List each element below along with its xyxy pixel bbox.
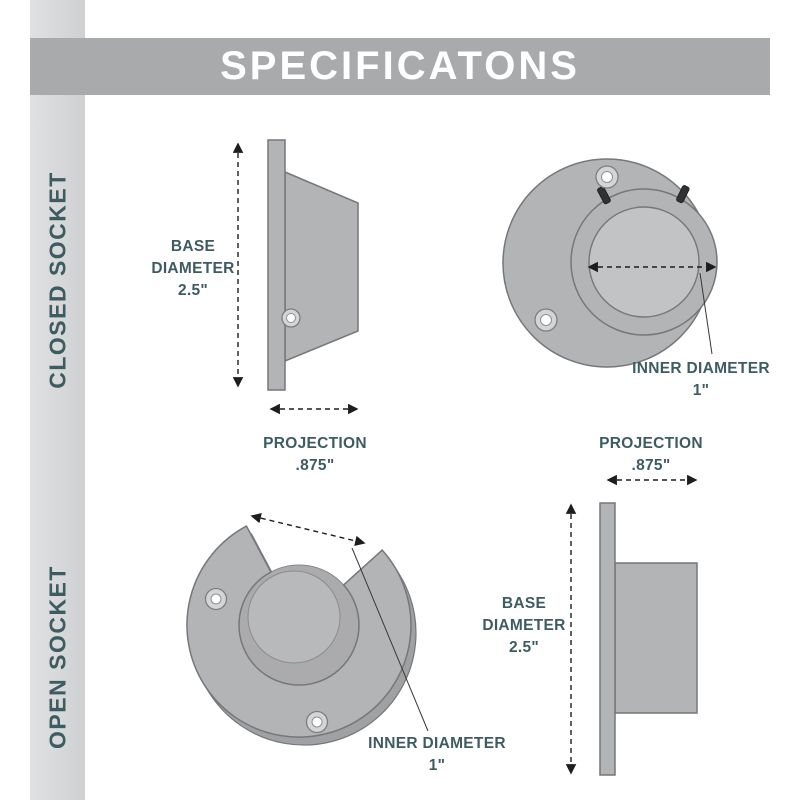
label-value: 1"	[428, 757, 446, 774]
socket-body	[614, 562, 698, 714]
socket-body	[284, 170, 359, 363]
socket-body	[186, 525, 412, 738]
label-value: .875"	[295, 457, 335, 474]
page-title: SPECIFICATONS	[220, 44, 580, 88]
label-value: 2.5"	[508, 639, 540, 656]
flange-plate	[267, 139, 286, 391]
label-line: INNER DIAMETER	[632, 360, 770, 377]
inner-diameter-arrow	[250, 512, 366, 547]
cylinder-bore	[588, 206, 700, 318]
label-value: 2.5"	[177, 282, 209, 299]
projection-label: PROJECTION .875"	[255, 433, 375, 477]
open-socket-view	[186, 512, 429, 746]
flange-plate	[599, 502, 616, 776]
label-value: 1"	[692, 382, 710, 399]
label-value: .875"	[631, 457, 671, 474]
title-banner: SPECIFICATONS	[30, 38, 770, 95]
leader-line	[699, 272, 713, 355]
screw-hole-inner	[540, 314, 552, 326]
inner-diameter-label: INNER DIAMETER 1"	[367, 733, 507, 777]
base-diameter-label: BASE DIAMETER 2.5"	[464, 593, 584, 659]
set-screw-left	[597, 186, 611, 205]
projection-label: PROJECTION .875"	[590, 433, 712, 477]
set-screw-right	[676, 185, 690, 204]
label-line: PROJECTION	[263, 435, 367, 452]
label-line: BASE	[501, 595, 547, 612]
screw-hole-inner	[311, 716, 323, 728]
base-diameter-label: BASE DIAMETER 2.5"	[133, 236, 253, 302]
label-line: DIAMETER	[482, 617, 566, 634]
closed-socket-front-view	[502, 158, 718, 368]
socket-recess-floor	[247, 570, 341, 664]
label-line: INNER DIAMETER	[368, 735, 506, 752]
left-strip	[30, 0, 85, 800]
label-line: DIAMETER	[151, 260, 235, 277]
screw-hole-inner	[210, 593, 222, 605]
screw-hole-inner	[286, 313, 296, 323]
label-line: BASE	[170, 238, 216, 255]
inner-diameter-label: INNER DIAMETER 1"	[631, 358, 771, 402]
label-line: PROJECTION	[599, 435, 703, 452]
leader-line	[351, 547, 429, 732]
closed-socket-side-view	[232, 139, 359, 415]
open-socket-side-view	[565, 474, 698, 776]
screw-hole-inner	[601, 171, 613, 183]
